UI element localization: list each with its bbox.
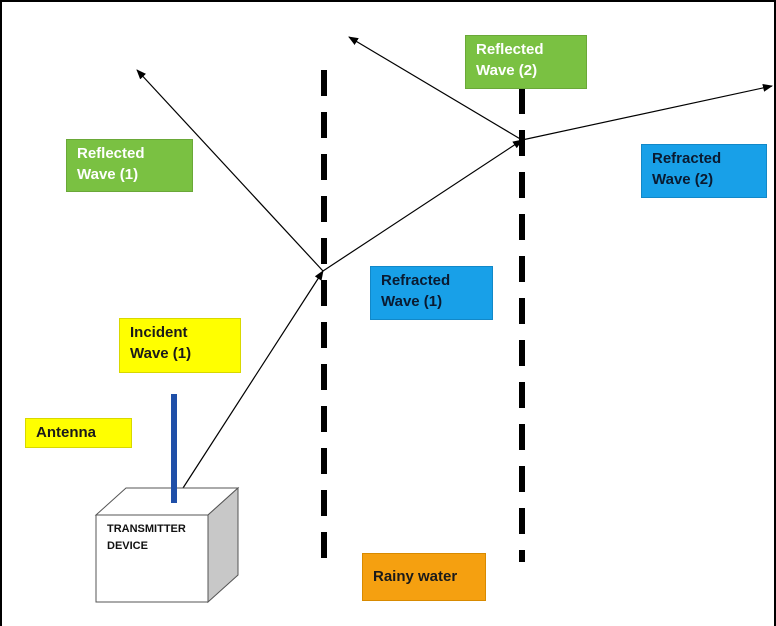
transmitter-device-box — [94, 486, 240, 604]
reflected-wave-2-label: Reflected Wave (2) — [465, 35, 587, 89]
rainy-water-label: Rainy water — [362, 553, 486, 601]
incident-wave-1-label: Incident Wave (1) — [119, 318, 241, 373]
refracted-wave-1-label: Refracted Wave (1) — [370, 266, 493, 320]
antenna-label: Antenna — [25, 418, 132, 448]
refracted-wave-2-label: Refracted Wave (2) — [641, 144, 767, 198]
refracted-wave-2-arrow — [521, 83, 773, 141]
antenna-icon — [171, 394, 177, 503]
reflected-wave-2-arrow — [348, 36, 523, 141]
transmitter-device-label: TRANSMITTER DEVICE — [107, 523, 186, 552]
refracted-wave-1-arrow — [322, 139, 523, 272]
reflected-wave-1-arrow — [136, 69, 324, 272]
incident-wave-arrow — [182, 270, 324, 489]
reflected-wave-1-label: Reflected Wave (1) — [66, 139, 193, 192]
